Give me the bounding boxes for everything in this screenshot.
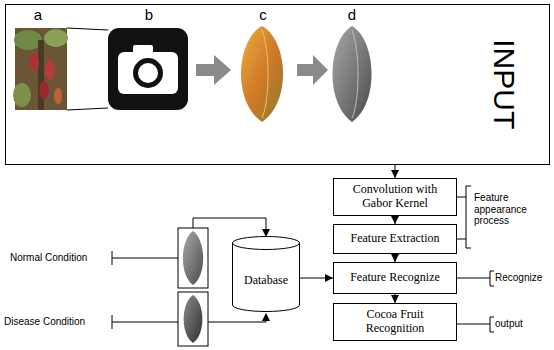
process-arrow [196,55,231,85]
feed-line [208,320,266,322]
cocoa-pod [29,53,39,71]
flow-arrow [395,165,396,178]
cocoa-pod [39,81,49,99]
flow-arrow [395,216,396,224]
leaf [13,83,31,107]
leader-line [112,322,178,323]
database-cylinder: Database [232,236,300,312]
condition-label: Disease Condition [4,316,110,328]
leader-line [112,258,178,259]
label-slot: Feature appearance process [474,192,552,227]
camera-lens [138,63,158,83]
process-box: Feature Recognize [333,262,457,294]
figure-letter: c [255,6,271,23]
arrow-head [262,229,270,237]
label-slot: d [344,6,360,23]
flow-arrow [300,278,333,279]
feed-line [193,218,266,230]
process-box: Feature Extraction [333,224,457,254]
cylinder-outline [233,243,300,311]
input-panel: INPUT [5,4,550,165]
figure-letter: a [30,6,46,23]
condition-label: Normal Condition [10,252,110,264]
figure-letter: d [344,6,360,23]
zoom-line [67,28,108,30]
label-slot: Disease Condition [4,316,110,328]
label-slot: c [255,6,271,23]
bracket [457,197,466,198]
leader-line [457,324,490,325]
bracket [457,239,466,240]
camera-lens [133,58,163,88]
bracket [490,317,494,332]
pod-ridge [352,30,358,118]
side-note: Recognize [495,272,551,284]
disease-pod [184,295,203,343]
cocoa-pod-color [241,26,283,122]
arrow-head [262,313,270,321]
bracket [466,186,471,248]
leaf [44,29,68,47]
cocoa-pod [45,60,55,80]
leaf [14,30,42,50]
label-slot: Recognize [495,272,551,284]
node-text: Convolution with Gabor Kernel [338,183,452,211]
sample-frame [178,228,208,288]
node-text: Database [244,274,288,288]
side-note: output [495,318,551,330]
label-slot: output [495,318,551,330]
camera-icon [118,52,178,94]
figure-letter: b [141,6,157,23]
flow-arrow [395,294,396,303]
pod-ridge [262,30,268,118]
flow-arrow [395,254,396,262]
node-text: Feature Recognize [350,271,440,285]
camera-icon [108,28,188,110]
side-note: Feature appearance process [474,192,552,227]
label-slot: Normal Condition [10,252,110,264]
cocoa-pod-grey [332,26,371,122]
cocoa-pod [54,88,62,104]
process-box: Cocoa Fruit Recognition [333,303,457,341]
label-slot: b [141,6,157,23]
panel-title: INPUT [487,40,522,130]
leader-line [457,278,490,279]
zoom-line [67,108,108,110]
node-text: Feature Extraction [351,232,440,246]
process-box: Convolution with Gabor Kernel [333,178,457,216]
node-text: Cocoa Fruit Recognition [338,308,452,336]
normal-pod [183,231,203,285]
bracket [490,271,494,286]
label-slot: a [30,6,46,23]
tree-trunk [38,40,44,110]
cylinder-top [233,237,300,250]
sample-frame [178,292,208,346]
process-arrow [297,55,328,85]
